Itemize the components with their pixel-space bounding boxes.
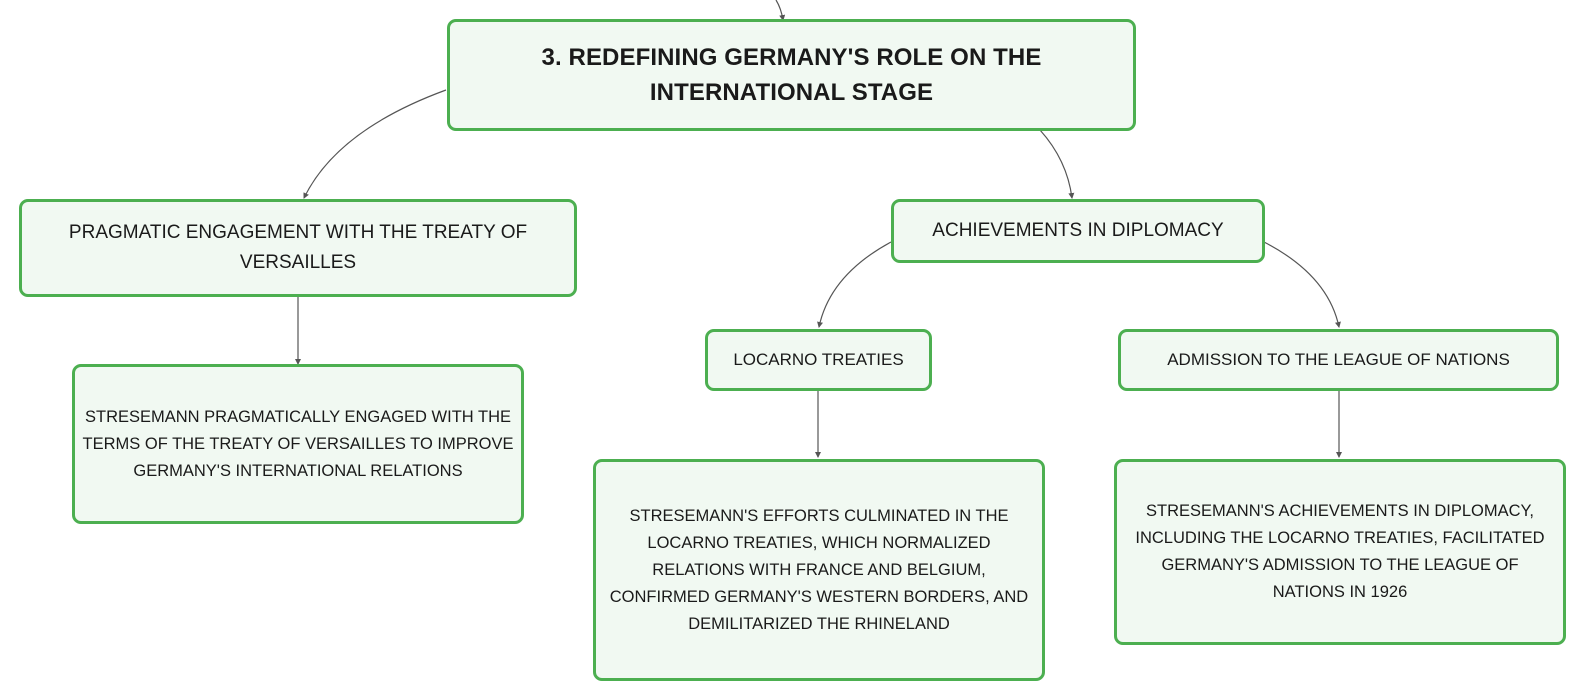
detail-node-league-of-nations[interactable]: STRESEMANN'S ACHIEVEMENTS IN DIPLOMACY, … (1114, 459, 1566, 645)
detail-node-pragmatic-engagement[interactable]: STRESEMANN PRAGMATICALLY ENGAGED WITH TH… (72, 364, 524, 524)
topic-label-achievements-diplomacy: ACHIEVEMENTS IN DIPLOMACY (932, 220, 1224, 241)
root-topic-node[interactable]: 3. REDEFINING GERMANY'S ROLE ON THE INTE… (447, 19, 1136, 131)
connector-diplomacy-to-league (1263, 241, 1341, 328)
topic-label-pragmatic-engagement: PRAGMATIC ENGAGEMENT WITH THE TREATY OF … (68, 222, 528, 273)
connector-root-to-diplomacy (1039, 129, 1075, 199)
detail-text-locarno-treaties: STRESEMANN'S EFFORTS CULMINATED IN THE L… (609, 506, 1029, 633)
subtopic-node-league-of-nations[interactable]: ADMISSION TO THE LEAGUE OF NATIONS (1118, 329, 1559, 391)
subtopic-node-locarno-treaties[interactable]: LOCARNO TREATIES (705, 329, 932, 391)
detail-node-locarno-treaties[interactable]: STRESEMANN'S EFFORTS CULMINATED IN THE L… (593, 459, 1045, 681)
connector-diplomacy-to-locarno (817, 241, 892, 328)
detail-text-pragmatic-engagement: STRESEMANN PRAGMATICALLY ENGAGED WITH TH… (82, 407, 514, 480)
detail-text-league-of-nations: STRESEMANN'S ACHIEVEMENTS IN DIPLOMACY, … (1135, 502, 1545, 601)
connector-incoming-root (775, 0, 786, 21)
topic-node-pragmatic-engagement[interactable]: PRAGMATIC ENGAGEMENT WITH THE TREATY OF … (19, 199, 577, 297)
subtopic-label-league-of-nations: ADMISSION TO THE LEAGUE OF NATIONS (1167, 350, 1510, 369)
root-topic-title: 3. REDEFINING GERMANY'S ROLE ON THE INTE… (541, 44, 1042, 106)
connector-root-to-pragmatic (303, 89, 447, 199)
subtopic-label-locarno-treaties: LOCARNO TREATIES (733, 350, 904, 369)
topic-node-achievements-diplomacy[interactable]: ACHIEVEMENTS IN DIPLOMACY (891, 199, 1265, 263)
